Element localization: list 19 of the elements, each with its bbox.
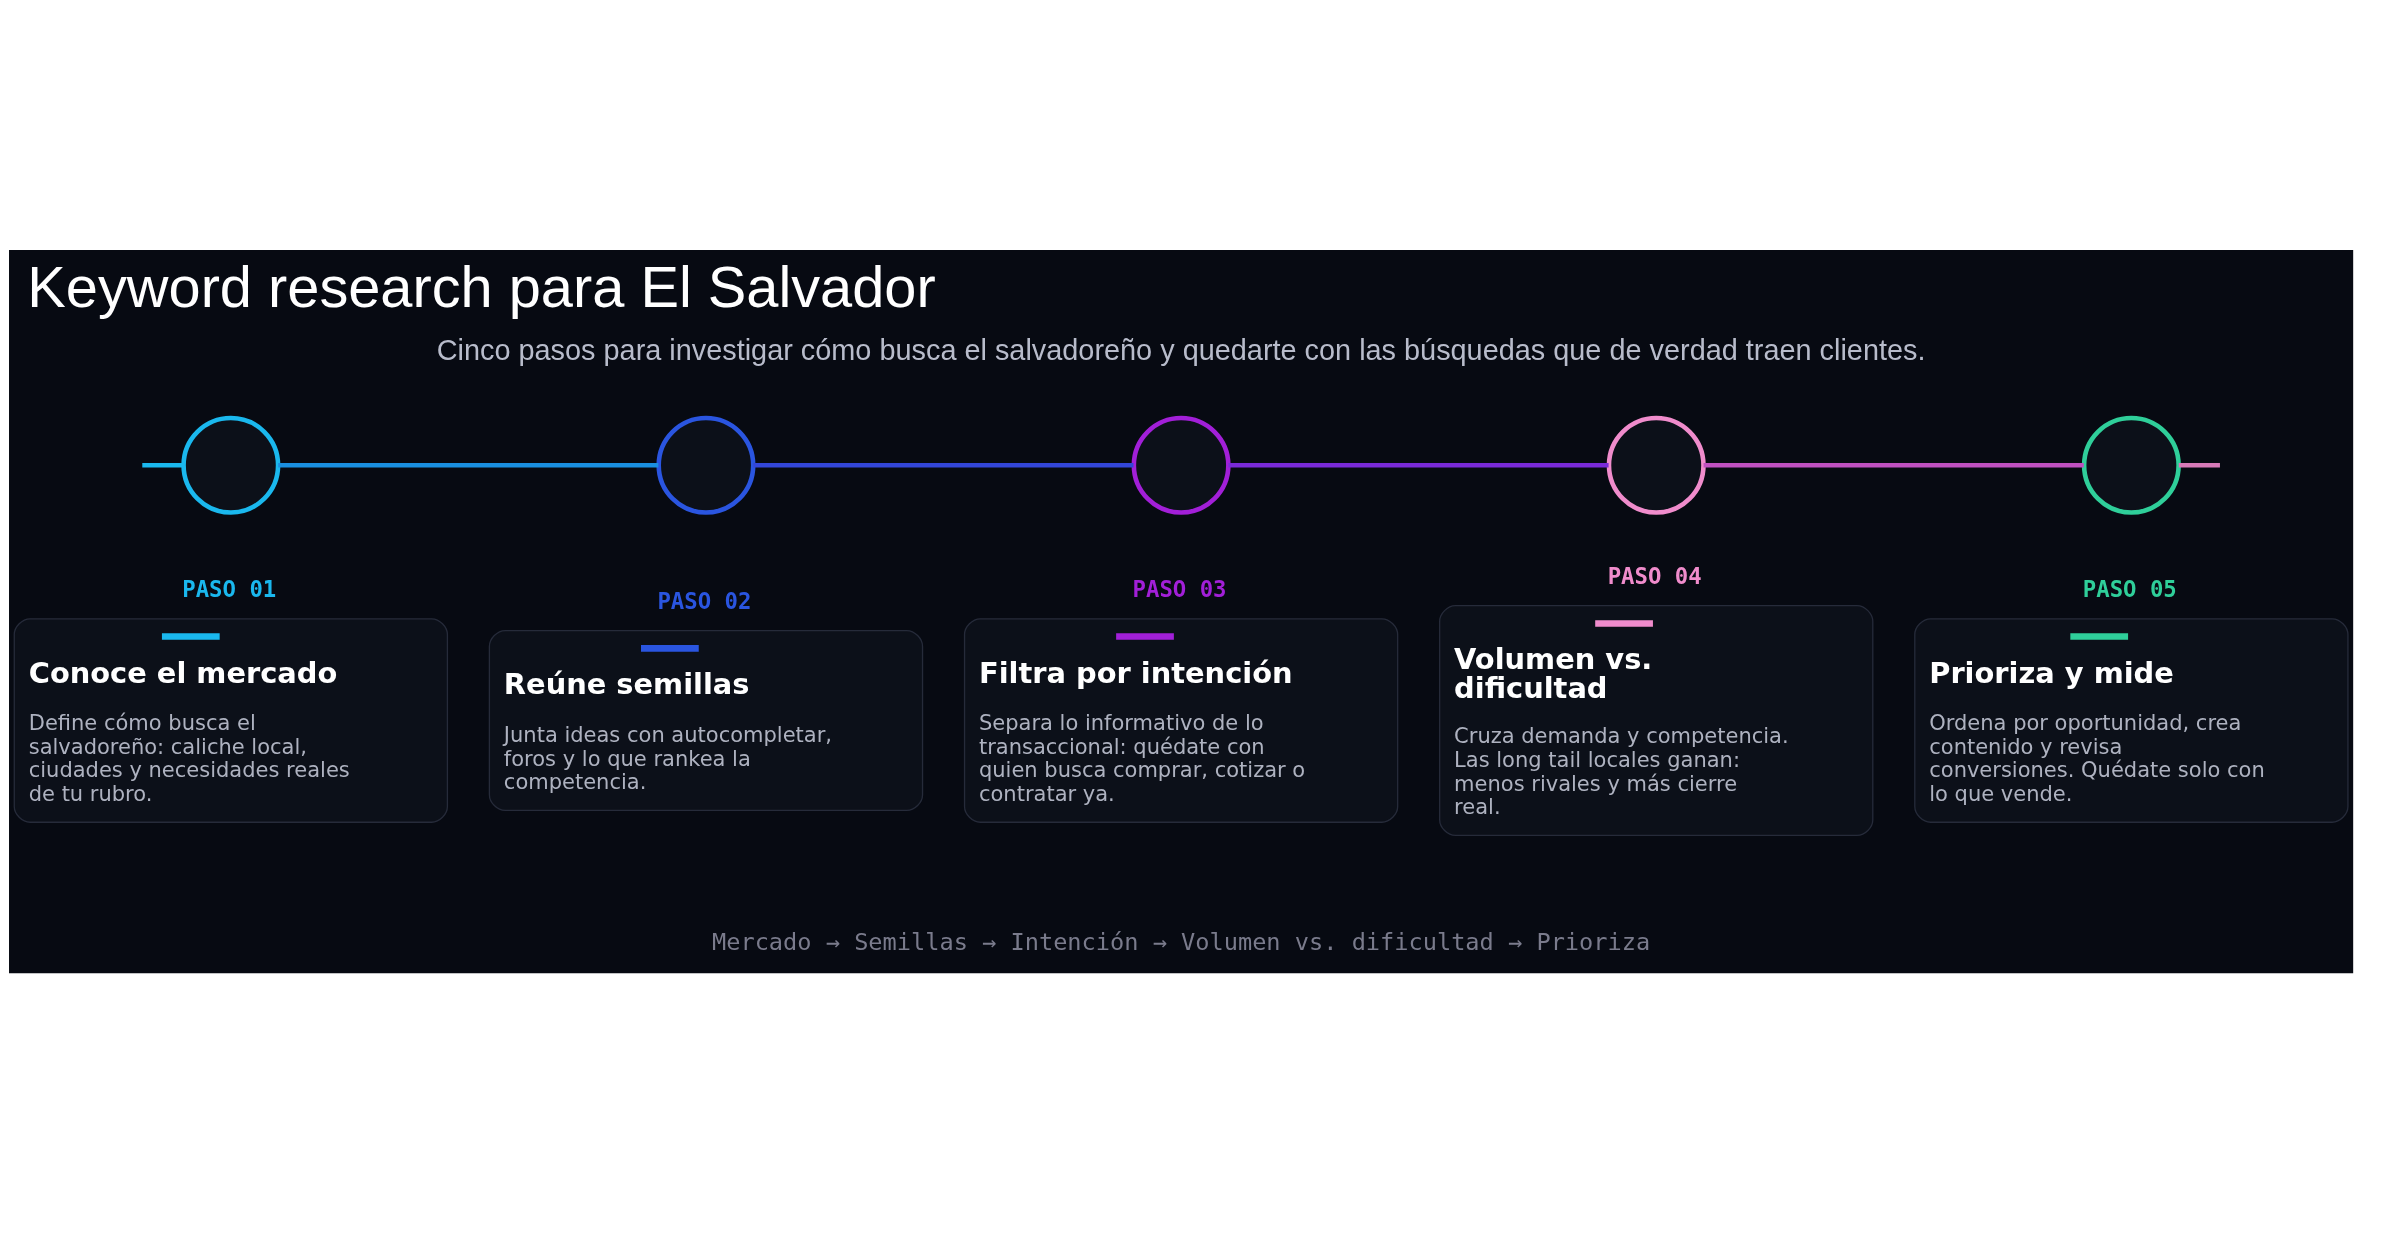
label: Cinco pasos para investigar cómo busca el salvadoreño y quedarte con las búsquedas que de verdad traen clientes. — [436, 333, 1926, 366]
node-label: PASO 04 — [1607, 562, 1702, 589]
connector — [1703, 462, 2084, 468]
node-circle — [2081, 415, 2181, 515]
node-circle — [1606, 415, 1706, 515]
node-label: PASO 03 — [1132, 575, 1227, 602]
node-circle — [1131, 415, 1231, 515]
node-label: PASO 02 — [657, 587, 752, 614]
connector — [142, 462, 184, 468]
node-label: PASO 05 — [2082, 575, 2177, 602]
connector — [753, 462, 1134, 468]
connector — [278, 462, 659, 468]
connector — [1228, 462, 1609, 468]
diagram-title: Keyword research para El Salvador — [27, 254, 936, 319]
node-label: PASO 01 — [182, 575, 277, 602]
node-circle — [181, 415, 281, 515]
node-circle — [656, 415, 756, 515]
connector — [2178, 462, 2220, 468]
label: Mercado → Semillas → Intención → Volumen vs. dificultad → Prioriza — [712, 927, 1651, 956]
